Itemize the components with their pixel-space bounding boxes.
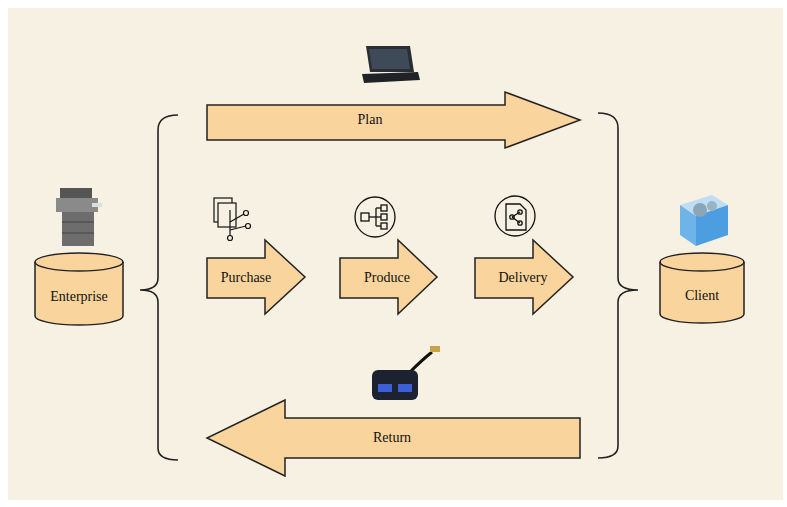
- delivery-arrow: Delivery: [475, 240, 573, 314]
- printer-icon: [56, 188, 102, 246]
- node-label: Plan: [358, 112, 383, 127]
- node-shape: [475, 240, 573, 314]
- produce-icon: [355, 197, 395, 237]
- enterprise-cylinder: Enterprise: [35, 253, 123, 325]
- purchase-arrow: Purchase: [207, 240, 305, 314]
- right-brace: [598, 113, 638, 458]
- node-outline: [660, 253, 744, 323]
- laptop-icon: [362, 46, 420, 83]
- plan-arrow: Plan: [207, 92, 580, 148]
- delivery-icon: [495, 196, 535, 236]
- node-shape: [660, 253, 744, 323]
- node-outline: [207, 92, 580, 148]
- usb-hub-icon: [372, 346, 440, 400]
- background-panel: [8, 8, 783, 500]
- node-shape: [207, 92, 580, 148]
- node-label: Enterprise: [50, 289, 108, 304]
- node-outline: [35, 253, 123, 325]
- cylinder-rim: [660, 262, 744, 271]
- cylinder-rim: [35, 262, 123, 271]
- node-label: Client: [685, 288, 719, 303]
- node-shape: [207, 400, 580, 476]
- software-box-icon: [680, 195, 728, 246]
- produce-arrow: Produce: [340, 240, 437, 314]
- purchase-icon: [214, 198, 251, 241]
- node-shape: [35, 253, 123, 325]
- node-shape: [207, 240, 305, 314]
- return-arrow: Return: [207, 400, 580, 476]
- left-brace: [140, 115, 178, 460]
- node-shape: [340, 240, 437, 314]
- node-label: Produce: [364, 270, 410, 285]
- node-label: Return: [373, 430, 411, 445]
- node-label: Purchase: [221, 270, 272, 285]
- client-cylinder: Client: [660, 253, 744, 323]
- node-label: Delivery: [499, 270, 548, 285]
